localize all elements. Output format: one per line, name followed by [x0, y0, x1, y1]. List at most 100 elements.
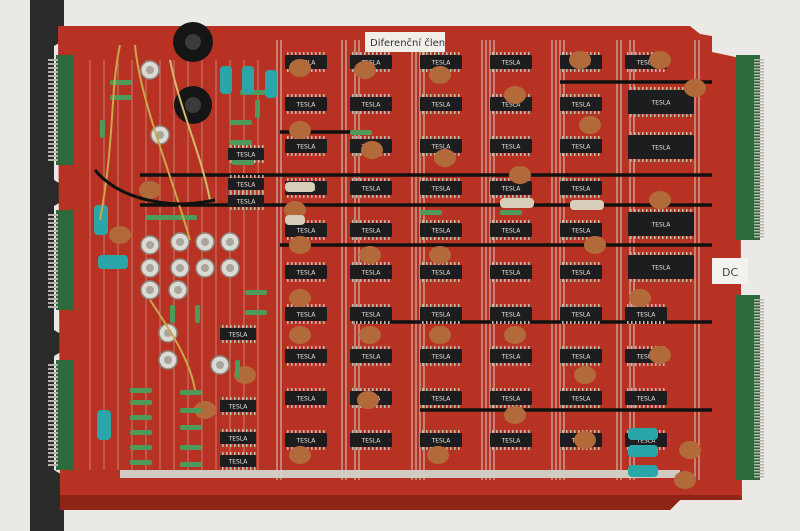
ic-pin — [500, 321, 502, 324]
ic-body — [350, 97, 392, 111]
ic-pin — [291, 262, 293, 265]
ic-pin — [323, 178, 325, 181]
ic-pin — [516, 153, 518, 156]
ic-body — [285, 391, 327, 405]
ic-body — [560, 139, 602, 153]
ic-chip: TESLA — [285, 262, 327, 282]
ic-marking: TESLA — [571, 186, 592, 193]
resistor — [130, 415, 152, 420]
connector-pin — [754, 125, 764, 127]
ic-pin — [659, 69, 661, 72]
ic-marking: TESLA — [431, 354, 452, 361]
ic-pin — [262, 160, 264, 163]
resistor — [180, 445, 202, 450]
ic-pin — [234, 340, 236, 343]
ic-pin — [586, 94, 588, 97]
resistor — [350, 130, 372, 135]
ic-pin — [242, 207, 244, 210]
ic-chip: TESLA — [285, 430, 327, 450]
connector-pin — [754, 371, 764, 373]
ic-body — [560, 349, 602, 363]
ic-pin — [246, 340, 248, 343]
ic-pin — [426, 136, 428, 139]
ic-pin — [295, 94, 297, 97]
ic-pin — [654, 236, 656, 239]
ic-pin — [311, 363, 313, 366]
ic-marking: TESLA — [501, 144, 522, 151]
ic-pin — [524, 237, 526, 240]
ic-chip: TESLA — [560, 136, 602, 156]
ic-pin — [512, 220, 514, 223]
ic-marking: TESLA — [228, 459, 249, 466]
connector-pin — [754, 386, 764, 388]
ic-pin — [242, 192, 244, 195]
ic-pin — [520, 262, 522, 265]
ic-pin — [319, 111, 321, 114]
ic-pin — [454, 430, 456, 433]
ic-pin — [430, 388, 432, 391]
ic-pin — [524, 346, 526, 349]
ic-pin — [250, 452, 252, 455]
ic-pin — [442, 304, 444, 307]
ic-pin — [388, 237, 390, 240]
ic-pin — [528, 52, 530, 55]
ic-pin — [528, 237, 530, 240]
board-title-label — [365, 32, 445, 52]
connector-pin — [754, 221, 764, 223]
ic-pin — [566, 153, 568, 156]
ic-pin — [388, 304, 390, 307]
connector-pin — [48, 238, 58, 240]
ic-pin — [426, 447, 428, 450]
ic-body — [220, 328, 256, 340]
ic-pin — [364, 52, 366, 55]
ic-pin — [226, 429, 228, 432]
ic-marking: TESLA — [361, 228, 382, 235]
ic-pin — [230, 412, 232, 415]
ic-pin — [570, 94, 572, 97]
connector-pin — [48, 298, 58, 300]
connector-pin — [48, 388, 58, 390]
ic-pin — [651, 321, 653, 324]
connector-pin — [48, 420, 58, 422]
ic-pin — [384, 363, 386, 366]
connector-pin — [754, 377, 764, 379]
ic-pin — [654, 159, 656, 162]
ic-pin — [590, 178, 592, 181]
ceramic-capacitor — [504, 406, 526, 424]
ic-marking: TESLA — [636, 354, 657, 361]
ic-pin — [368, 346, 370, 349]
ic-pin — [516, 111, 518, 114]
ic-pin — [311, 237, 313, 240]
ic-pin — [360, 136, 362, 139]
ic-pin — [388, 52, 390, 55]
ic-body — [420, 307, 462, 321]
connector-pin — [754, 365, 764, 367]
ic-marking: TESLA — [431, 144, 452, 151]
connector-pin — [754, 137, 764, 139]
ic-pin — [598, 153, 600, 156]
ic-pin — [250, 429, 252, 432]
ic-pin — [663, 388, 665, 391]
ic-pin — [380, 388, 382, 391]
ic-pin — [578, 321, 580, 324]
ic-pin — [422, 430, 424, 433]
ic-pin — [222, 444, 224, 447]
ic-pin — [508, 321, 510, 324]
ic-pin — [586, 111, 588, 114]
ic-pin — [454, 94, 456, 97]
ic-chip: TESLA — [350, 430, 392, 450]
connector-pin — [48, 456, 58, 458]
ic-pin — [524, 220, 526, 223]
ic-pin — [250, 190, 252, 193]
ic-pin — [226, 325, 228, 328]
ic-pin — [315, 237, 317, 240]
ic-pin — [258, 192, 260, 195]
ic-pin — [566, 262, 568, 265]
ic-pin — [246, 452, 248, 455]
resistor — [175, 215, 197, 220]
connector-pin — [754, 356, 764, 358]
connector-pin — [48, 444, 58, 446]
ic-pin — [250, 340, 252, 343]
ic-marking: TESLA — [431, 228, 452, 235]
ic-pin — [364, 430, 366, 433]
